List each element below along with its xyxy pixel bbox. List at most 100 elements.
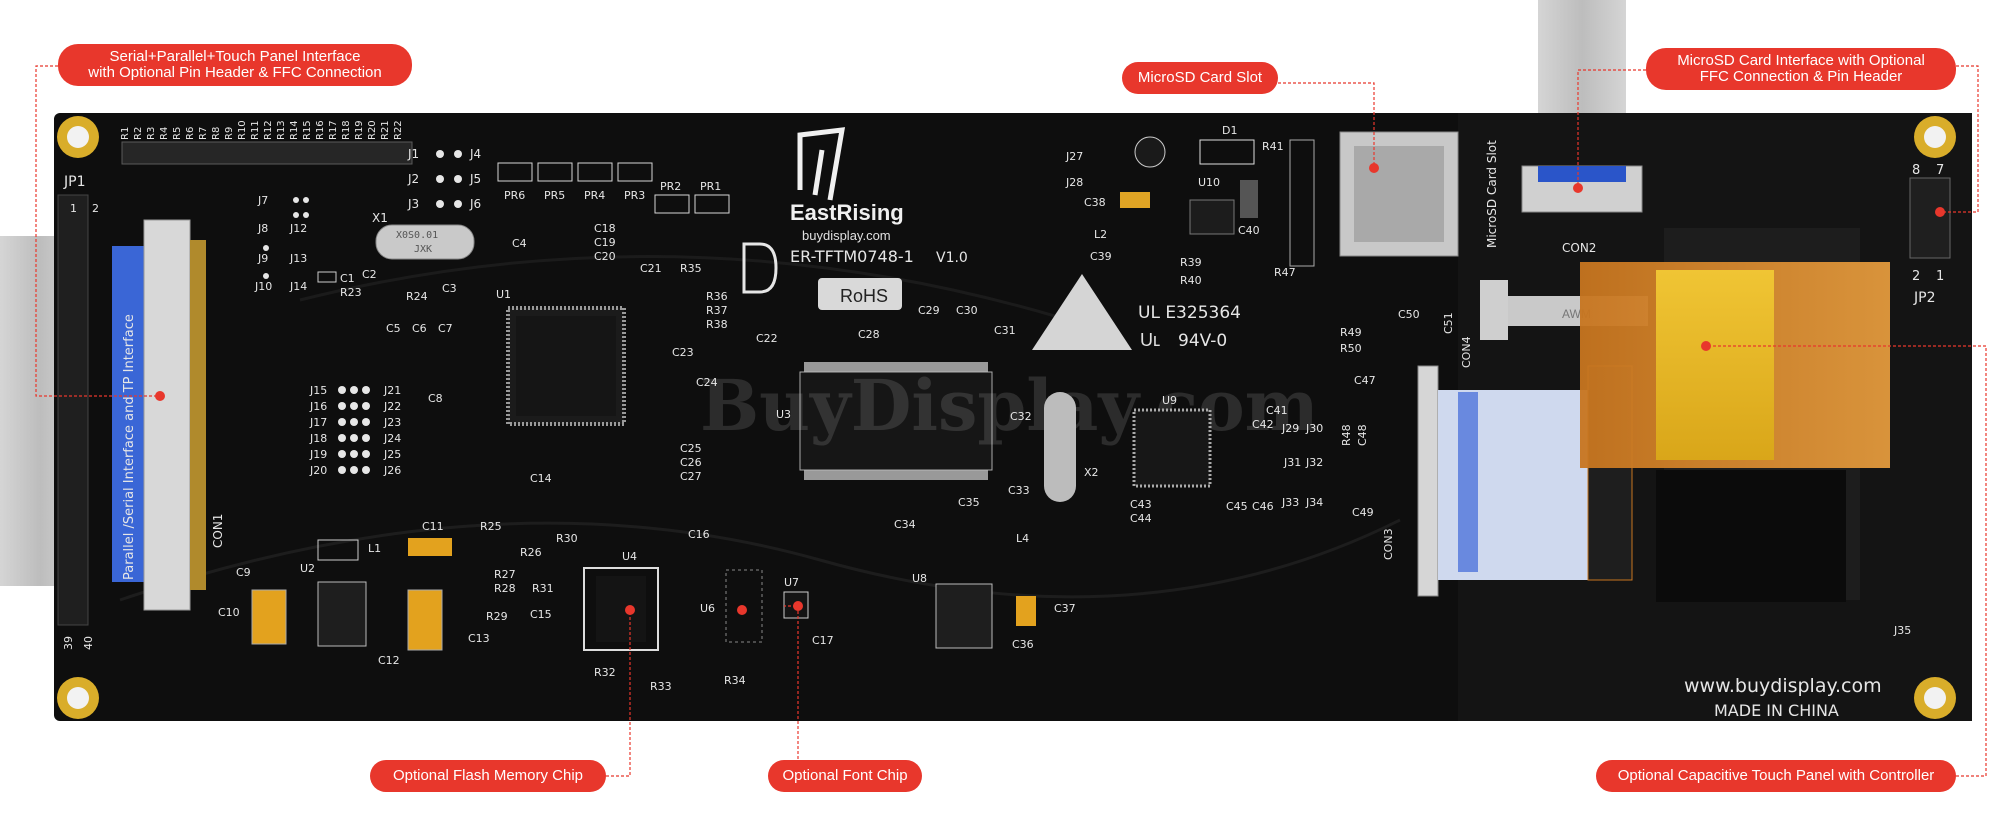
d1-diode bbox=[1199, 139, 1255, 165]
c29-label: C29 bbox=[918, 304, 940, 317]
x1-marking: X0S0.01 bbox=[396, 230, 438, 241]
c46-label: C46 bbox=[1252, 500, 1274, 513]
r31-label: R31 bbox=[532, 582, 554, 595]
c38-label: C38 bbox=[1084, 196, 1106, 209]
callout-sd-slot-text: MicroSD Card Slot bbox=[1137, 69, 1263, 86]
j24-label: J24 bbox=[383, 432, 401, 445]
ul-rating: 94V-0 bbox=[1178, 331, 1227, 351]
pcb-trace-pattern bbox=[119, 518, 1401, 602]
j6-label: J6 bbox=[469, 197, 481, 211]
jp2-pin1-label: 1 bbox=[1936, 269, 1944, 284]
j32-label: J32 bbox=[1305, 456, 1323, 469]
c43-label: C43 bbox=[1130, 498, 1152, 511]
mounting-hole-tr bbox=[1914, 116, 1956, 158]
u4-flash-body bbox=[596, 576, 646, 642]
jp1-pin39-label: 39 bbox=[62, 636, 75, 650]
c38-capacitor bbox=[1120, 192, 1150, 208]
j1-label: J1 bbox=[407, 147, 419, 161]
jp2-pin2-label: 2 bbox=[1912, 269, 1920, 284]
c9-label: C9 bbox=[236, 566, 251, 579]
jp1-pin1-label: 1 bbox=[70, 202, 77, 215]
j33-label: J33 bbox=[1281, 496, 1299, 509]
c37-label: C37 bbox=[1054, 602, 1076, 615]
c40-capacitor bbox=[1240, 180, 1258, 218]
microsd-slot-label: MicroSD Card Slot bbox=[1485, 140, 1499, 248]
mounting-hole-bl bbox=[57, 677, 99, 719]
jp1-pin-header bbox=[57, 194, 89, 626]
j2-label: J2 bbox=[407, 172, 419, 186]
callout-leader-lines bbox=[35, 65, 1987, 777]
fpc-interface-text: Parallel /Serial Interface and TP Interf… bbox=[122, 314, 137, 580]
pr6-label: PR6 bbox=[504, 189, 525, 202]
j19-label: J19 bbox=[309, 448, 327, 461]
j22-label: J22 bbox=[383, 400, 401, 413]
pr4-label: PR4 bbox=[584, 189, 605, 202]
c49-label: C49 bbox=[1352, 506, 1374, 519]
r49-label: R49 bbox=[1340, 326, 1362, 339]
j29-label: J29 bbox=[1281, 422, 1299, 435]
r33-label: R33 bbox=[650, 680, 672, 693]
c6-label: C6 bbox=[412, 322, 427, 335]
r37-label: R37 bbox=[706, 304, 728, 317]
pr1-label: PR1 bbox=[700, 180, 721, 193]
c47-label: C47 bbox=[1354, 374, 1376, 387]
c23-label: C23 bbox=[672, 346, 694, 359]
u7-label: U7 bbox=[784, 576, 799, 589]
j15-label: J15 bbox=[309, 384, 327, 397]
c35-label: C35 bbox=[958, 496, 980, 509]
x2-label: X2 bbox=[1084, 466, 1099, 479]
esd-warning-icon bbox=[1032, 274, 1132, 350]
x1-label: X1 bbox=[372, 211, 388, 225]
u10-chip bbox=[1189, 199, 1235, 235]
r38-label: R38 bbox=[706, 318, 728, 331]
callout-interface: Serial+Parallel+Touch Panel Interface wi… bbox=[58, 44, 412, 86]
resistor-label: R6 bbox=[185, 127, 196, 140]
c32-label: C32 bbox=[1010, 410, 1032, 423]
jp2-pin8-label: 8 bbox=[1912, 163, 1920, 178]
resistor-label: R19 bbox=[354, 120, 365, 140]
u1-label: U1 bbox=[496, 288, 511, 301]
c2-label: C2 bbox=[362, 268, 377, 281]
callout-font-text: Optional Font Chip bbox=[782, 767, 908, 784]
c39-label: C39 bbox=[1090, 250, 1112, 263]
c1-label: C1 bbox=[340, 272, 355, 285]
con4-label: CON4 bbox=[1460, 336, 1473, 368]
ul-mark-icon: Uʟ bbox=[1140, 330, 1160, 350]
j26-label: J26 bbox=[383, 464, 401, 477]
c51-label: C51 bbox=[1442, 312, 1455, 334]
resistor-label: R7 bbox=[198, 127, 209, 140]
c11-capacitor bbox=[408, 538, 452, 556]
j20-label: J20 bbox=[309, 464, 327, 477]
x1-marking-2: JXK bbox=[414, 244, 432, 255]
resistor-label: R16 bbox=[315, 120, 326, 140]
j21-label: J21 bbox=[383, 384, 401, 397]
r41-label: R41 bbox=[1262, 140, 1284, 153]
ctp-controller-gold bbox=[1656, 270, 1774, 460]
r32-label: R32 bbox=[594, 666, 616, 679]
con3-connector bbox=[1417, 365, 1439, 597]
r39-label: R39 bbox=[1180, 256, 1202, 269]
c31-label: C31 bbox=[994, 324, 1016, 337]
c13-label: C13 bbox=[468, 632, 490, 645]
callout-flash: Optional Flash Memory Chip bbox=[370, 760, 606, 792]
c26-label: C26 bbox=[680, 456, 702, 469]
c12-tantalum bbox=[407, 589, 443, 651]
mounting-hole-br bbox=[1914, 677, 1956, 719]
callout-interface-line1: Serial+Parallel+Touch Panel Interface bbox=[109, 48, 361, 65]
r28-label: R28 bbox=[494, 582, 516, 595]
jp2-pin7-label: 7 bbox=[1936, 163, 1944, 178]
resistor-pad-row bbox=[121, 141, 413, 165]
j-dots bbox=[436, 150, 462, 208]
callout-flash-text: Optional Flash Memory Chip bbox=[392, 767, 584, 784]
j15-j26-dots bbox=[338, 386, 370, 474]
u4-label: U4 bbox=[622, 550, 637, 563]
c22-label: C22 bbox=[756, 332, 778, 345]
r48-label: R48 bbox=[1340, 424, 1353, 446]
u6-label: U6 bbox=[700, 602, 715, 615]
logo-url: buydisplay.com bbox=[802, 228, 891, 243]
r24-label: R24 bbox=[406, 290, 428, 303]
d-diode-round bbox=[1134, 136, 1166, 168]
d-logo-icon bbox=[742, 242, 778, 294]
